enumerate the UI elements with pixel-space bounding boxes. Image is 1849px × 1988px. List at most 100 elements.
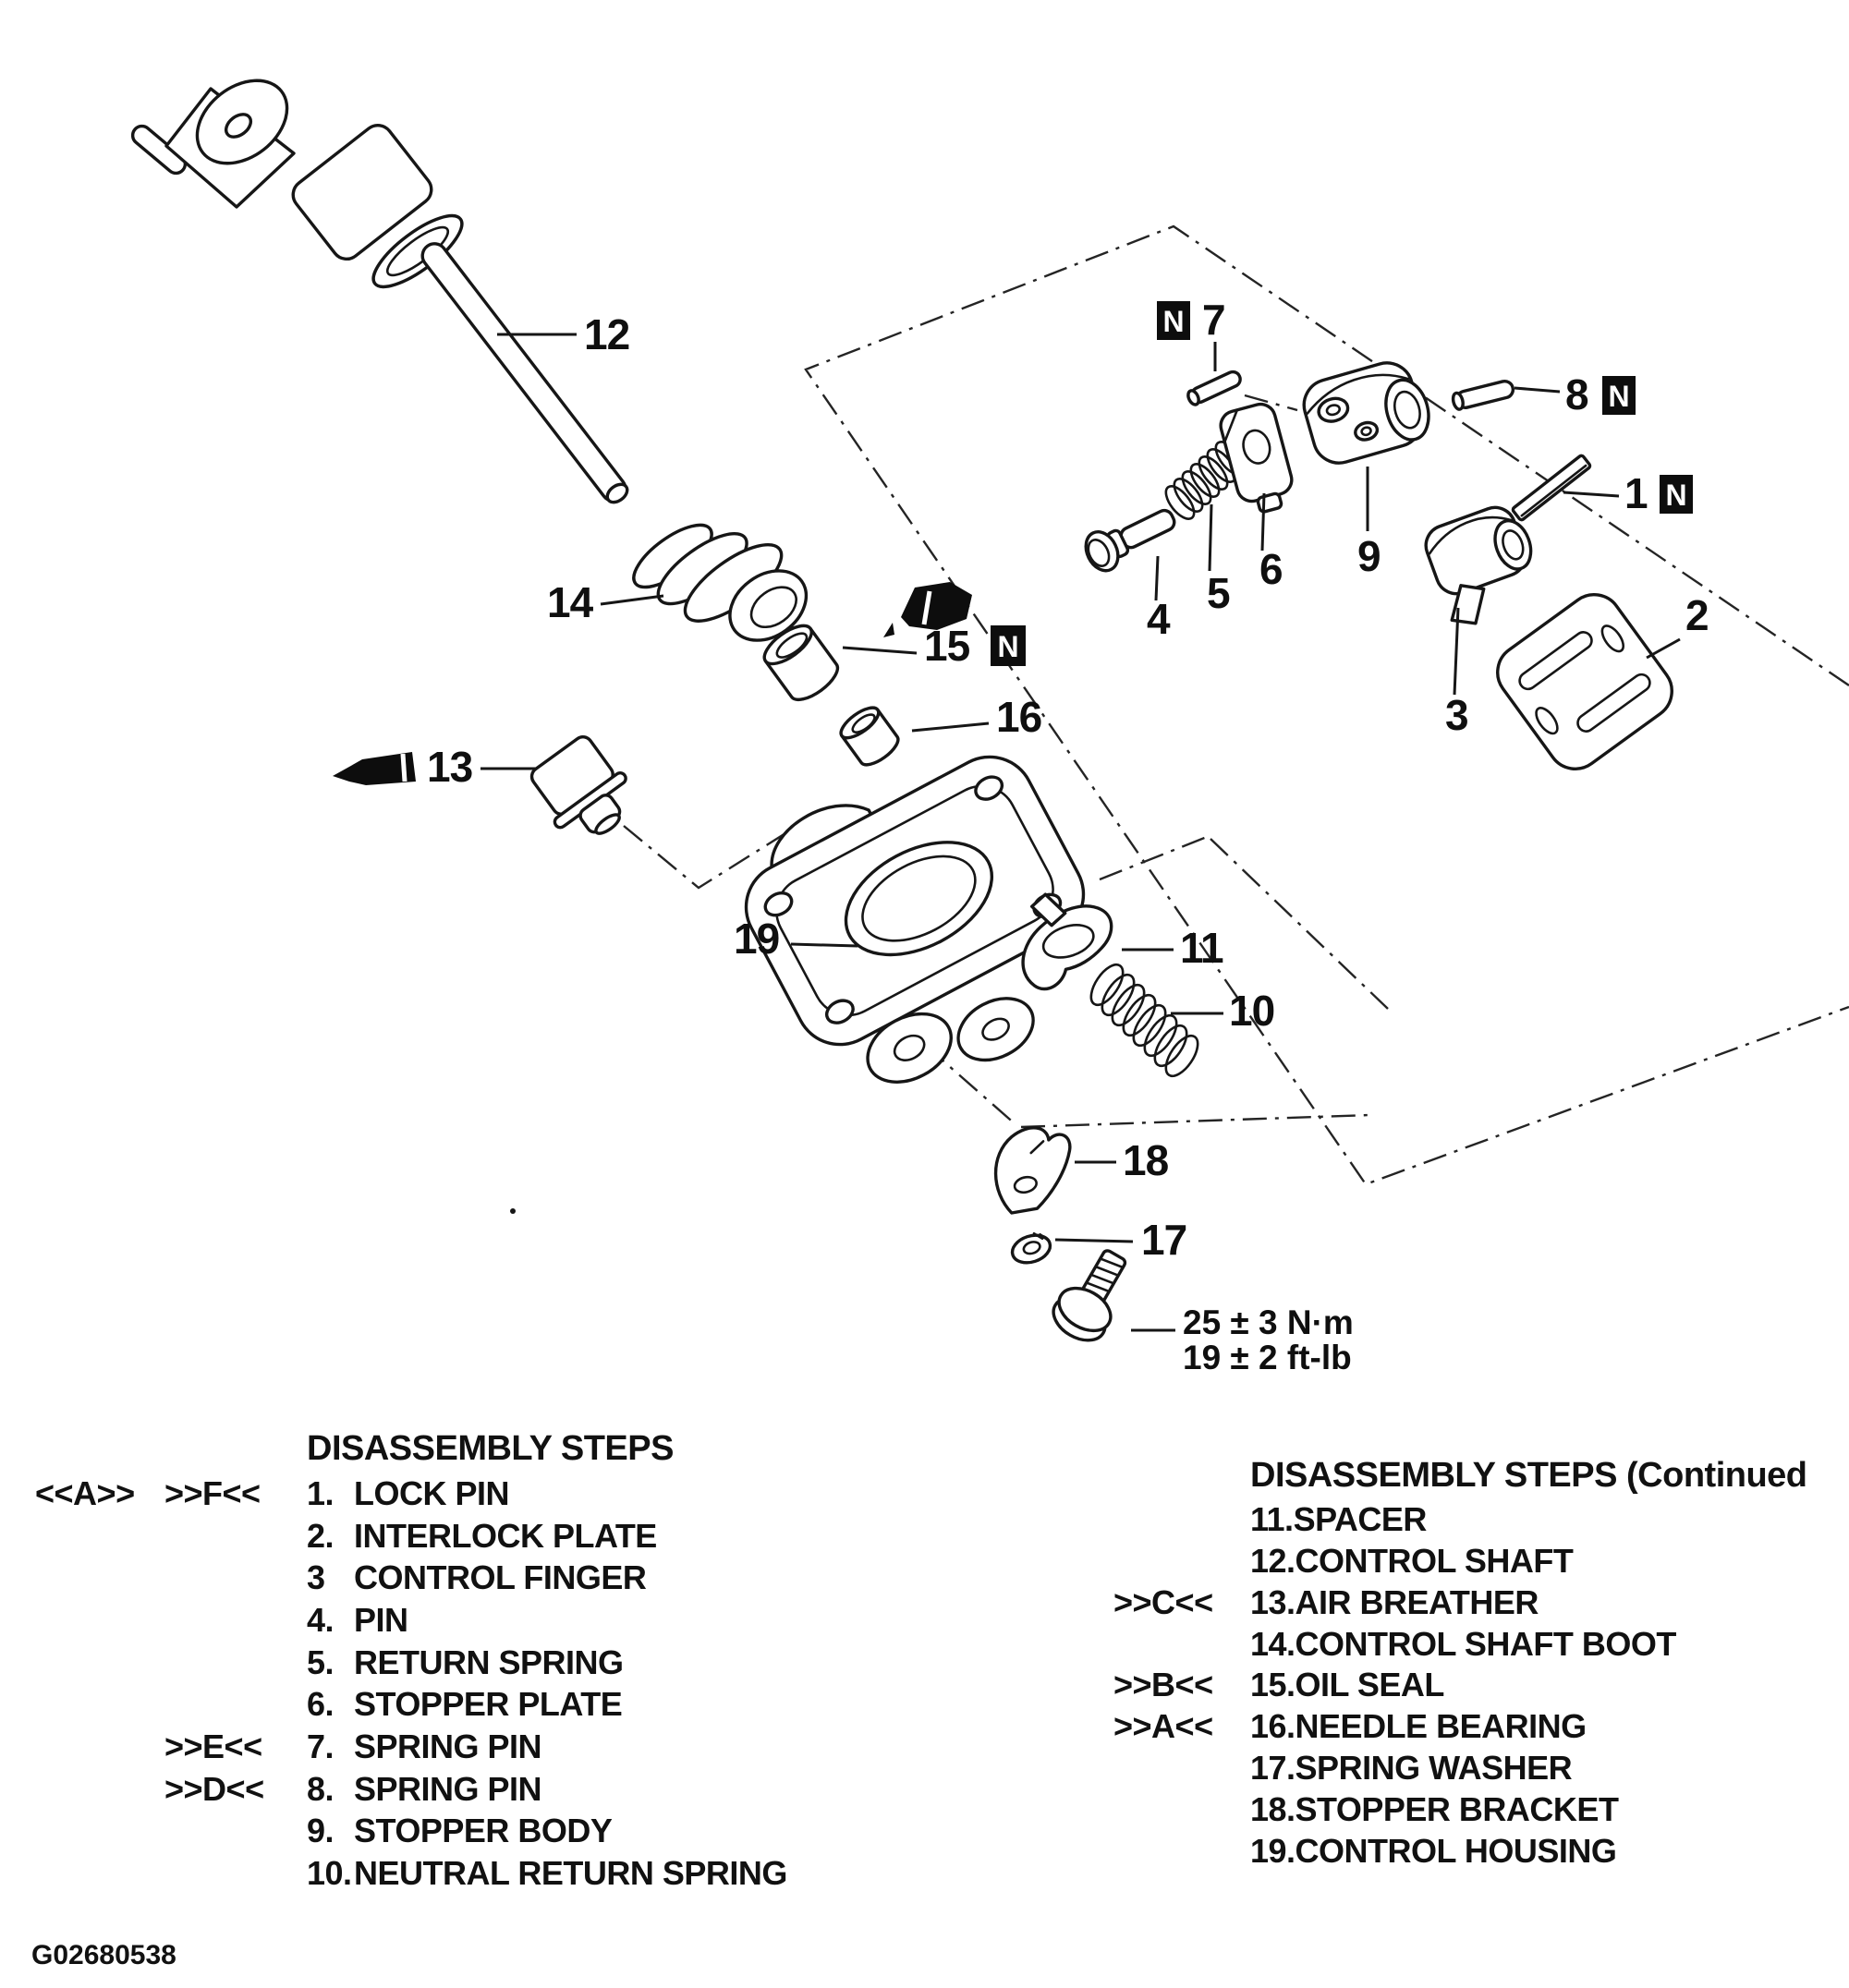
figure-code: G02680538 xyxy=(31,1940,176,1970)
part-interlock-plate xyxy=(1496,593,1673,770)
part-stopper-body xyxy=(1302,361,1430,465)
svg-text:N: N xyxy=(1665,479,1686,512)
callout-8: 8 xyxy=(1565,370,1588,418)
part-neutral-return-spring xyxy=(1089,963,1199,1078)
step-code: >>E<< xyxy=(164,1727,262,1765)
stray-mark xyxy=(510,1208,516,1214)
step-row: 14.CONTROL SHAFT BOOT xyxy=(0,1625,1849,1666)
step-item: 2.INTERLOCK PLATE xyxy=(307,1517,657,1555)
callout-6: 6 xyxy=(1259,545,1283,593)
step-item: 1.LOCK PIN xyxy=(307,1474,510,1512)
part-control-finger xyxy=(1424,505,1533,625)
leader-14 xyxy=(600,594,664,606)
step-row: >>D<< 8.SPRING PIN xyxy=(0,1770,1849,1811)
part-control-shaft-boot xyxy=(632,523,809,642)
callout-7: 7 xyxy=(1202,296,1225,344)
step-item: 4.PIN xyxy=(307,1601,408,1639)
callout-12: 12 xyxy=(584,310,629,358)
leader-5 xyxy=(1208,503,1213,572)
leader-6 xyxy=(1260,492,1266,552)
step-row: 12.CONTROL SHAFT xyxy=(0,1542,1849,1582)
callout-13: 13 xyxy=(427,743,472,791)
leader-8 xyxy=(1514,386,1561,394)
callout-3: 3 xyxy=(1445,691,1468,739)
step-row: 6.STOPPER PLATE xyxy=(0,1685,1849,1726)
leader-15 xyxy=(842,646,918,655)
part-control-shaft xyxy=(130,79,629,504)
part-lock-pin xyxy=(1511,454,1592,522)
step-code: >>F<< xyxy=(164,1474,261,1512)
callout-14: 14 xyxy=(547,578,594,626)
leader-19 xyxy=(790,942,858,948)
step-item: 6.STOPPER PLATE xyxy=(307,1685,623,1723)
callout-2: 2 xyxy=(1685,591,1709,639)
step-item: 8.SPRING PIN xyxy=(307,1770,542,1808)
step-item: 19.CONTROL HOUSING xyxy=(1250,1832,1617,1870)
seal-lubricant-icon xyxy=(883,582,972,637)
part-stopper-bracket xyxy=(993,1126,1072,1215)
part-stopper-plate xyxy=(1219,402,1294,514)
leader-4 xyxy=(1154,555,1160,601)
step-row: >>A<< 16.NEEDLE BEARING xyxy=(0,1707,1849,1748)
step-item: 13.AIR BREATHER xyxy=(1250,1583,1539,1621)
steps-right-heading: DISASSEMBLY STEPS (Continued xyxy=(1250,1456,1807,1495)
step-item: 10.NEUTRAL RETURN SPRING xyxy=(307,1854,787,1892)
non-reusable-badge-1: N xyxy=(1660,475,1693,514)
leader-lines xyxy=(480,333,1681,1332)
step-item: 15.OIL SEAL xyxy=(1250,1666,1444,1703)
callout-9: 9 xyxy=(1357,532,1381,580)
callout-4: 4 xyxy=(1147,595,1171,643)
callout-16: 16 xyxy=(996,693,1041,741)
step-row: 17.SPRING WASHER xyxy=(0,1749,1849,1789)
non-reusable-badge-15: N xyxy=(991,625,1026,666)
part-spacer xyxy=(1021,892,1113,991)
part-spring-pin-8 xyxy=(1451,379,1515,411)
part-spring-washer xyxy=(1010,1231,1052,1265)
step-row: 18.STOPPER BRACKET xyxy=(0,1790,1849,1831)
step-row: 19.CONTROL HOUSING xyxy=(0,1832,1849,1873)
leader-2 xyxy=(1646,637,1681,660)
part-oil-seal xyxy=(762,624,840,701)
sealant-tube-icon xyxy=(333,752,416,785)
step-item: 14.CONTROL SHAFT BOOT xyxy=(1250,1625,1676,1663)
callout-1: 1 xyxy=(1624,469,1648,517)
step-item: 18.STOPPER BRACKET xyxy=(1250,1790,1619,1828)
exploded-diagram: 12 14 15 16 13 19 11 10 18 17 7 9 8 1 3 … xyxy=(130,79,1849,1376)
step-code: >>B<< xyxy=(1113,1666,1213,1703)
step-row: >>E<< 7.SPRING PIN xyxy=(0,1727,1849,1768)
step-row: 10.NEUTRAL RETURN SPRING xyxy=(0,1854,1849,1895)
torque-metric: 25 ± 3 N·m xyxy=(1183,1303,1354,1341)
part-control-housing xyxy=(744,755,1086,1084)
step-row: 9.STOPPER BODY xyxy=(0,1812,1849,1852)
step-code: >>D<< xyxy=(164,1770,264,1808)
callout-19: 19 xyxy=(734,915,779,963)
step-row: >>B<< 15.OIL SEAL xyxy=(0,1666,1849,1706)
step-item: 12.CONTROL SHAFT xyxy=(1250,1542,1574,1580)
callout-15: 15 xyxy=(924,622,970,670)
step-row: 2.INTERLOCK PLATE xyxy=(0,1517,1849,1558)
part-needle-bearing xyxy=(839,706,900,767)
non-reusable-badge-8: N xyxy=(1602,376,1636,415)
svg-text:N: N xyxy=(1608,380,1629,413)
step-row: 4.PIN xyxy=(0,1601,1849,1642)
callout-18: 18 xyxy=(1123,1136,1169,1184)
part-pin-bolt xyxy=(1084,508,1176,573)
step-code: <<A>> xyxy=(35,1474,135,1512)
step-item: 16.NEEDLE BEARING xyxy=(1250,1707,1587,1745)
callout-labels: 12 14 15 16 13 19 11 10 18 17 7 9 8 1 3 … xyxy=(427,296,1709,1264)
torque-spec: 25 ± 3 N·m 19 ± 2 ft-lb xyxy=(1183,1303,1354,1376)
callout-17: 17 xyxy=(1141,1216,1186,1264)
svg-text:N: N xyxy=(1162,305,1184,338)
non-reusable-badge-7: N xyxy=(1157,301,1190,340)
callout-11: 11 xyxy=(1180,924,1223,972)
step-row: 11.SPACER xyxy=(0,1500,1849,1541)
leader-1 xyxy=(1563,491,1620,498)
step-item: 7.SPRING PIN xyxy=(307,1727,542,1765)
step-item: 11.SPACER xyxy=(1250,1500,1427,1538)
callout-5: 5 xyxy=(1207,569,1230,617)
svg-text:N: N xyxy=(997,630,1018,663)
leader-16 xyxy=(911,721,990,733)
leader-3 xyxy=(1453,607,1460,696)
